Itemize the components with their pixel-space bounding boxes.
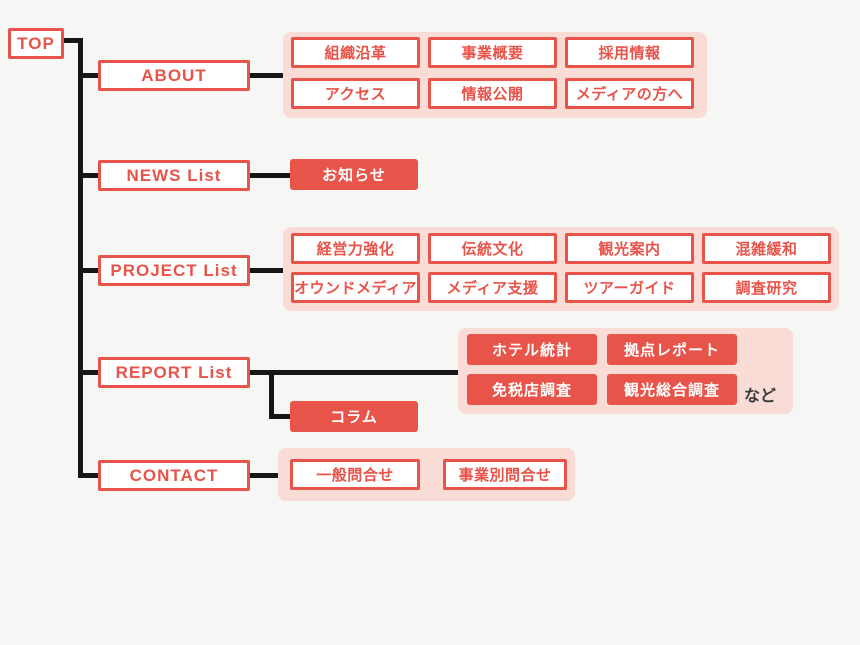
node-project-item-tour-guide: ツアーガイド [565, 272, 694, 303]
connector-spine-vertical [78, 38, 83, 478]
node-project-item-media-support: メディア支援 [428, 272, 557, 303]
node-about-item-business-overview: 事業概要 [428, 37, 557, 68]
node-about: ABOUT [98, 60, 250, 91]
connector-spine-about [78, 73, 99, 78]
node-about-item-recruit-info: 採用情報 [565, 37, 694, 68]
node-contact-item-business-inquiry: 事業別問合せ [443, 459, 567, 490]
node-project-list: PROJECT List [98, 255, 250, 286]
node-about-item-for-media: メディアの方へ [565, 78, 694, 109]
node-about-item-information-disclosure: 情報公開 [428, 78, 557, 109]
node-about-item-organization-history: 組織沿革 [291, 37, 420, 68]
connector-report-panel [250, 370, 460, 375]
node-project-item-management-strength: 経営力強化 [291, 233, 420, 264]
connector-about-panel [250, 73, 284, 78]
node-project-item-research-study: 調査研究 [702, 272, 831, 303]
connector-spine-project [78, 268, 99, 273]
node-project-item-owned-media: オウンドメディア [291, 272, 420, 303]
node-report-item-hotel-statistics: ホテル統計 [467, 334, 597, 365]
node-about-item-access: アクセス [291, 78, 420, 109]
connector-spine-contact [78, 473, 99, 478]
node-contact-item-general-inquiry: 一般問合せ [290, 459, 420, 490]
node-contact: CONTACT [98, 460, 250, 491]
node-news-item-oshirase: お知らせ [290, 159, 418, 190]
connector-news-item [250, 173, 291, 178]
node-news-list: NEWS List [98, 160, 250, 191]
report-etc-note: など [744, 388, 777, 405]
node-project-item-traditional-culture: 伝統文化 [428, 233, 557, 264]
node-project-item-tourist-guide-info: 観光案内 [565, 233, 694, 264]
node-report-subitem-column: コラム [290, 401, 418, 432]
node-project-item-congestion-relief: 混雑緩和 [702, 233, 831, 264]
connector-report-elbow-vertical [269, 370, 274, 419]
connector-report-elbow-horizontal [269, 414, 291, 419]
connector-spine-report [78, 370, 99, 375]
node-top: TOP [8, 28, 64, 59]
connector-top-to-spine [62, 38, 83, 43]
connector-project-panel [250, 268, 284, 273]
node-report-list: REPORT List [98, 357, 250, 388]
node-report-item-tourism-general-survey: 観光総合調査 [607, 374, 737, 405]
connector-spine-news [78, 173, 99, 178]
node-report-item-base-report: 拠点レポート [607, 334, 737, 365]
node-report-item-dutyfree-survey: 免税店調査 [467, 374, 597, 405]
connector-contact-panel [250, 473, 284, 478]
